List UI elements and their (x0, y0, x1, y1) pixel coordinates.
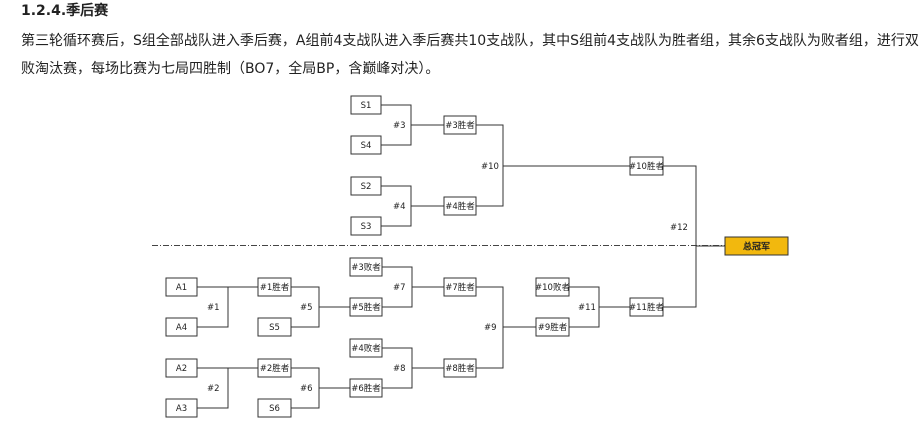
section-heading: 1.2.4.季后赛 (21, 3, 109, 19)
svg-text:S3: S3 (361, 222, 372, 232)
svg-text:S4: S4 (361, 141, 372, 151)
slot-winner-6: #6胜者 (349, 378, 383, 398)
slot-a1: A1 (165, 277, 198, 297)
match-label-7: #7 (393, 283, 406, 293)
slot-winner-10: #10胜者 (629, 156, 664, 176)
slot-a2: A2 (165, 358, 198, 378)
match-label-5: #5 (300, 303, 313, 313)
slot-a4: A4 (165, 317, 198, 337)
slot-winner-11: #11胜者 (629, 297, 664, 317)
svg-text:#1胜者: #1胜者 (260, 282, 290, 293)
match-label-2: #2 (207, 384, 220, 394)
svg-text:#4胜者: #4胜者 (445, 201, 475, 212)
slot-loser-4: #4败者 (349, 338, 383, 358)
svg-text:#10败者: #10败者 (535, 282, 570, 293)
match-label-1: #1 (207, 303, 220, 313)
svg-text:#5胜者: #5胜者 (351, 302, 381, 313)
svg-text:#11胜者: #11胜者 (629, 302, 664, 313)
svg-text:#3胜者: #3胜者 (445, 120, 475, 131)
slot-winner-1: #1胜者 (257, 277, 292, 297)
match-label-8: #8 (393, 364, 406, 374)
match-label-9: #9 (484, 323, 497, 333)
svg-text:A3: A3 (176, 404, 187, 414)
slot-winner-8: #8胜者 (443, 358, 477, 378)
winners-connectors (381, 104, 630, 227)
champion-box: 总冠军 (724, 236, 789, 256)
description-paragraph: 第三轮循环赛后，S组全部战队进入季后赛，A组前4支战队进入季后赛共10支战队，其… (21, 33, 919, 77)
svg-text:#6胜者: #6胜者 (351, 383, 381, 394)
svg-text:#2胜者: #2胜者 (260, 363, 290, 374)
playoff-bracket-diagram: S1 S4 S2 S3 #3胜者 #4胜者 #10胜者 总冠军 A1 A4 A2… (150, 87, 795, 427)
match-label-6: #6 (300, 384, 313, 394)
losers-connectors (197, 165, 725, 409)
slot-loser-10: #10败者 (535, 277, 570, 297)
slot-winner-9: #9胜者 (535, 317, 570, 337)
svg-text:#9胜者: #9胜者 (538, 322, 568, 333)
slot-winner-5: #5胜者 (349, 297, 383, 317)
svg-text:#10胜者: #10胜者 (629, 161, 664, 172)
svg-text:#8胜者: #8胜者 (445, 363, 475, 374)
slot-s3: S3 (350, 216, 382, 236)
slot-s1: S1 (350, 95, 382, 115)
svg-text:A1: A1 (176, 283, 187, 293)
slot-loser-3: #3败者 (349, 257, 383, 277)
slot-s6: S6 (257, 398, 292, 418)
svg-text:S6: S6 (269, 404, 280, 414)
slot-winner-3: #3胜者 (443, 115, 477, 135)
slot-winner-2: #2胜者 (257, 358, 292, 378)
svg-text:总冠军: 总冠军 (743, 241, 770, 253)
svg-text:S1: S1 (361, 101, 372, 111)
svg-text:#7胜者: #7胜者 (445, 282, 475, 293)
svg-text:A4: A4 (176, 323, 187, 333)
match-label-4: #4 (393, 202, 406, 212)
svg-text:A2: A2 (176, 364, 187, 374)
slot-winner-7: #7胜者 (443, 277, 477, 297)
slot-s4: S4 (350, 135, 382, 155)
svg-text:#4败者: #4败者 (351, 343, 381, 354)
match-label-10: #10 (481, 162, 499, 172)
slot-winner-4: #4胜者 (443, 196, 477, 216)
match-label-3: #3 (393, 121, 406, 131)
slot-s2: S2 (350, 176, 382, 196)
slot-s5: S5 (257, 317, 292, 337)
match-label-11: #11 (578, 303, 596, 313)
svg-text:S5: S5 (269, 323, 280, 333)
svg-text:S2: S2 (361, 182, 372, 192)
match-label-12: #12 (670, 223, 688, 233)
svg-text:#3败者: #3败者 (351, 262, 381, 273)
slot-a3: A3 (165, 398, 198, 418)
